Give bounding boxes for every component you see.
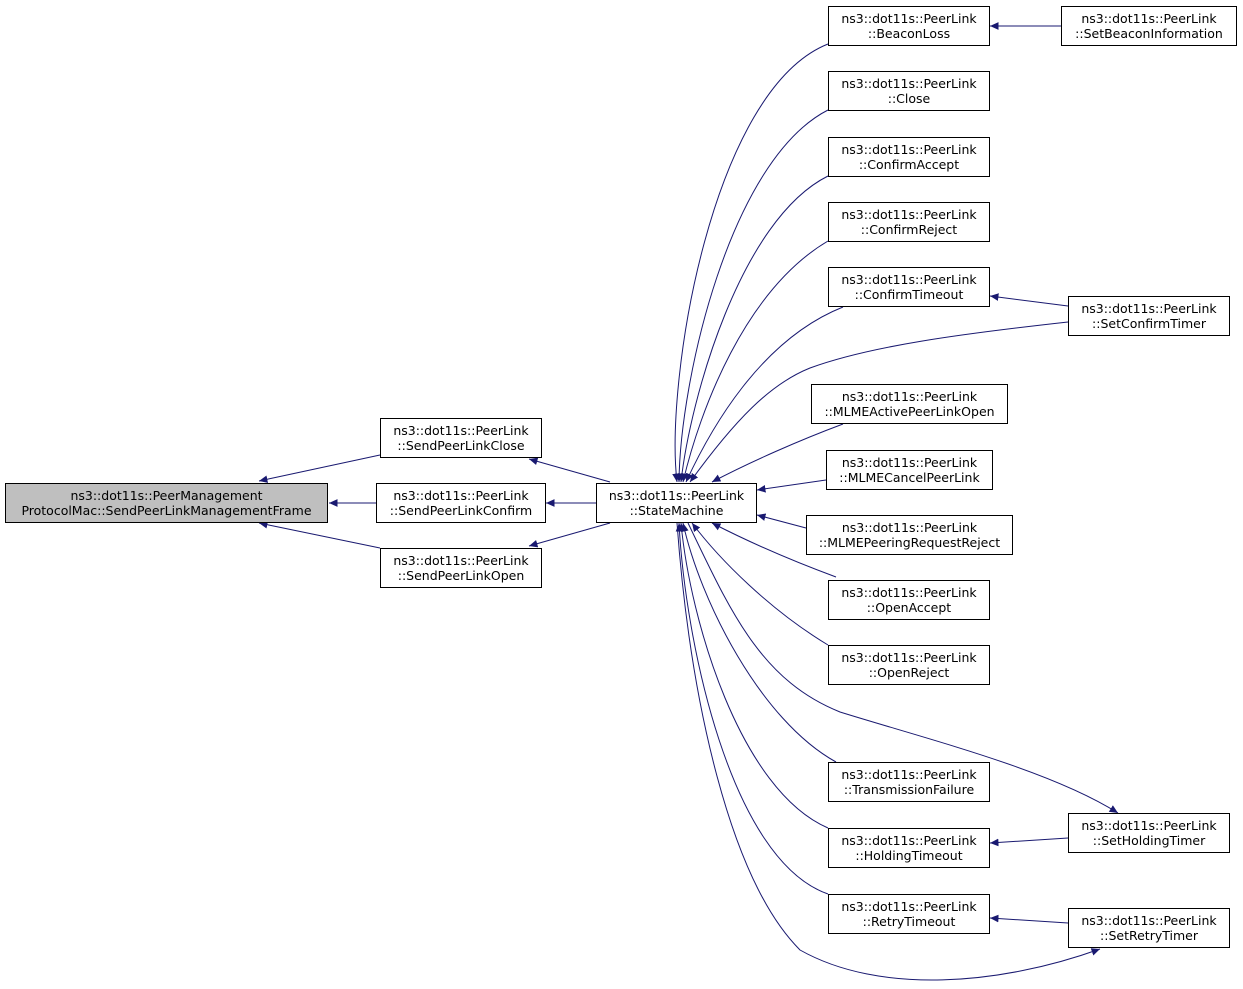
- node-label-line2: ::RetryTimeout: [862, 914, 956, 929]
- edge-confirmaccept-to-statemachine: [678, 175, 829, 483]
- node-set-holding-timer[interactable]: ns3::dot11s::PeerLink ::SetHoldingTimer: [1068, 813, 1230, 853]
- node-label-line2: ::BeaconLoss: [867, 26, 951, 41]
- node-label-line2: ::StateMachine: [629, 503, 724, 518]
- edge-mlmecancel-to-statemachine: [756, 479, 827, 493]
- node-label-line1: ns3::dot11s::PeerLink: [1081, 11, 1217, 26]
- node-holding-timeout[interactable]: ns3::dot11s::PeerLink ::HoldingTimeout: [828, 828, 990, 868]
- node-label-line2: ::MLMEActivePeerLinkOpen: [824, 404, 995, 419]
- node-label-line1: ns3::dot11s::PeerLink: [393, 488, 529, 503]
- node-close[interactable]: ns3::dot11s::PeerLink ::Close: [828, 71, 990, 111]
- node-label-line1: ns3::dot11s::PeerLink: [841, 76, 977, 91]
- node-label-line1: ns3::dot11s::PeerManagement: [70, 488, 263, 503]
- node-transmission-failure[interactable]: ns3::dot11s::PeerLink ::TransmissionFail…: [828, 762, 990, 802]
- node-label-line1: ns3::dot11s::PeerLink: [841, 833, 977, 848]
- node-label-line2: ::ConfirmAccept: [858, 157, 960, 172]
- edge-mlmeactive-to-statemachine: [711, 423, 844, 483]
- node-send-peer-link-close[interactable]: ns3::dot11s::PeerLink ::SendPeerLinkClos…: [380, 418, 542, 458]
- node-mlme-active-peer-link-open[interactable]: ns3::dot11s::PeerLink ::MLMEActivePeerLi…: [811, 384, 1008, 424]
- node-mlme-peering-request-reject[interactable]: ns3::dot11s::PeerLink ::MLMEPeeringReque…: [806, 515, 1013, 555]
- edge-transfail-to-statemachine: [681, 522, 837, 763]
- node-confirm-accept[interactable]: ns3::dot11s::PeerLink ::ConfirmAccept: [828, 137, 990, 177]
- node-label-line2: ::SendPeerLinkOpen: [397, 568, 525, 583]
- node-label-line2: ProtocolMac::SendPeerLinkManagementFrame: [21, 503, 312, 518]
- edge-confirmreject-to-statemachine: [681, 240, 829, 483]
- node-send-peer-link-confirm[interactable]: ns3::dot11s::PeerLink ::SendPeerLinkConf…: [376, 483, 546, 523]
- edge-setconfirm-to-confirmtimeout: [989, 293, 1069, 307]
- edge-beaconloss-to-statemachine: [672, 43, 829, 483]
- edge-mlmepeering-to-statemachine: [756, 513, 807, 529]
- node-label-line2: ::Close: [887, 91, 931, 106]
- node-label-line1: ns3::dot11s::PeerLink: [841, 767, 977, 782]
- node-set-retry-timer[interactable]: ns3::dot11s::PeerLink ::SetRetryTimer: [1068, 908, 1230, 948]
- node-label-line2: ::OpenReject: [868, 665, 950, 680]
- node-label-line2: ::ConfirmTimeout: [854, 287, 964, 302]
- edge-confirmtimeout-to-statemachine: [685, 306, 844, 483]
- node-label-line2: ::SetHoldingTimer: [1092, 833, 1206, 848]
- node-label-line1: ns3::dot11s::PeerLink: [841, 11, 977, 26]
- edge-retrytimeout-to-statemachine: [675, 522, 829, 895]
- node-label-line1: ns3::dot11s::PeerLink: [841, 142, 977, 157]
- node-send-peer-link-open[interactable]: ns3::dot11s::PeerLink ::SendPeerLinkOpen: [380, 548, 542, 588]
- node-confirm-reject[interactable]: ns3::dot11s::PeerLink ::ConfirmReject: [828, 202, 990, 242]
- edge-setconfirm-to-statemachine: [689, 321, 1069, 483]
- edge-setretry-to-retrytimeout: [989, 914, 1069, 924]
- node-label-line1: ns3::dot11s::PeerLink: [841, 207, 977, 222]
- node-label-line1: ns3::dot11s::PeerLink: [841, 650, 977, 665]
- node-label-line1: ns3::dot11s::PeerLink: [1081, 818, 1217, 833]
- node-mlme-cancel-peer-link[interactable]: ns3::dot11s::PeerLink ::MLMECancelPeerLi…: [826, 450, 993, 490]
- node-label-line1: ns3::dot11s::PeerLink: [393, 423, 529, 438]
- edge-openaccept-to-statemachine: [711, 522, 837, 578]
- node-state-machine[interactable]: ns3::dot11s::PeerLink ::StateMachine: [596, 483, 757, 523]
- node-label-line1: ns3::dot11s::PeerLink: [841, 585, 977, 600]
- node-open-reject[interactable]: ns3::dot11s::PeerLink ::OpenReject: [828, 645, 990, 685]
- edge-statemachine-to-sendclose: [528, 457, 611, 483]
- edge-setholding-to-holdingtimeout: [989, 837, 1069, 847]
- node-label-line1: ns3::dot11s::PeerLink: [841, 272, 977, 287]
- node-label-line1: ns3::dot11s::PeerLink: [841, 455, 978, 470]
- node-label-line1: ns3::dot11s::PeerLink: [1081, 301, 1217, 316]
- node-set-beacon-information[interactable]: ns3::dot11s::PeerLink ::SetBeaconInforma…: [1061, 6, 1237, 46]
- node-send-peer-link-management-frame: ns3::dot11s::PeerManagement ProtocolMac:…: [5, 483, 328, 523]
- node-label-line2: ::HoldingTimeout: [855, 848, 963, 863]
- edge-openreject-to-statemachine: [691, 522, 829, 646]
- node-label-line2: ::ConfirmReject: [860, 222, 958, 237]
- node-label-line1: ns3::dot11s::PeerLink: [1081, 913, 1217, 928]
- node-label-line2: ::SendPeerLinkClose: [397, 438, 525, 453]
- edge-sendopen-to-root: [258, 520, 381, 549]
- node-label-line2: ::SetBeaconInformation: [1075, 26, 1223, 41]
- node-set-confirm-timer[interactable]: ns3::dot11s::PeerLink ::SetConfirmTimer: [1068, 296, 1230, 336]
- edge-close-to-statemachine: [675, 109, 829, 483]
- node-confirm-timeout[interactable]: ns3::dot11s::PeerLink ::ConfirmTimeout: [828, 267, 990, 307]
- edge-sendclose-to-root: [258, 454, 381, 483]
- node-label-line2: ::SetConfirmTimer: [1092, 316, 1206, 331]
- node-label-line2: ::OpenAccept: [866, 600, 952, 615]
- edge-statemachine-to-sendopen: [528, 522, 611, 548]
- node-label-line2: ::SendPeerLinkConfirm: [389, 503, 533, 518]
- node-label-line1: ns3::dot11s::PeerLink: [393, 553, 529, 568]
- node-label-line1: ns3::dot11s::PeerLink: [608, 488, 745, 503]
- node-label-line1: ns3::dot11s::PeerLink: [841, 899, 977, 914]
- node-label-line2: ::MLMECancelPeerLink: [839, 470, 980, 485]
- node-label-line1: ns3::dot11s::PeerLink: [841, 520, 978, 535]
- node-label-line1: ns3::dot11s::PeerLink: [841, 389, 978, 404]
- edge-statemachine-to-setretry: [676, 522, 1101, 981]
- node-retry-timeout[interactable]: ns3::dot11s::PeerLink ::RetryTimeout: [828, 894, 990, 934]
- node-label-line2: ::SetRetryTimer: [1100, 928, 1198, 943]
- node-open-accept[interactable]: ns3::dot11s::PeerLink ::OpenAccept: [828, 580, 990, 620]
- node-label-line2: ::TransmissionFailure: [843, 782, 975, 797]
- node-beacon-loss[interactable]: ns3::dot11s::PeerLink ::BeaconLoss: [828, 6, 990, 46]
- node-label-line2: ::MLMEPeeringRequestReject: [818, 535, 1001, 550]
- edge-statemachine-to-setholding: [687, 522, 1119, 814]
- edge-holdingtimeout-to-statemachine: [677, 522, 829, 829]
